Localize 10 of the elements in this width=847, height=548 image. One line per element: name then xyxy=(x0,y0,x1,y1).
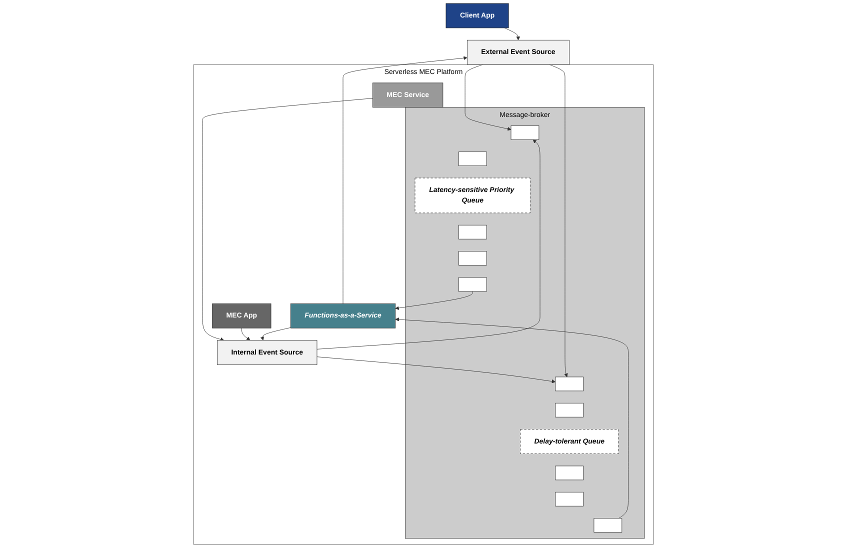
node-bar xyxy=(555,402,584,418)
node-bar xyxy=(555,492,584,506)
node-bar xyxy=(555,376,584,392)
node-bar xyxy=(555,466,584,480)
node-bar xyxy=(510,125,540,140)
node-bar xyxy=(458,251,487,266)
node-bar xyxy=(458,277,487,292)
node-bar xyxy=(458,224,487,240)
node-bar xyxy=(594,518,622,533)
node-bar xyxy=(458,152,487,166)
